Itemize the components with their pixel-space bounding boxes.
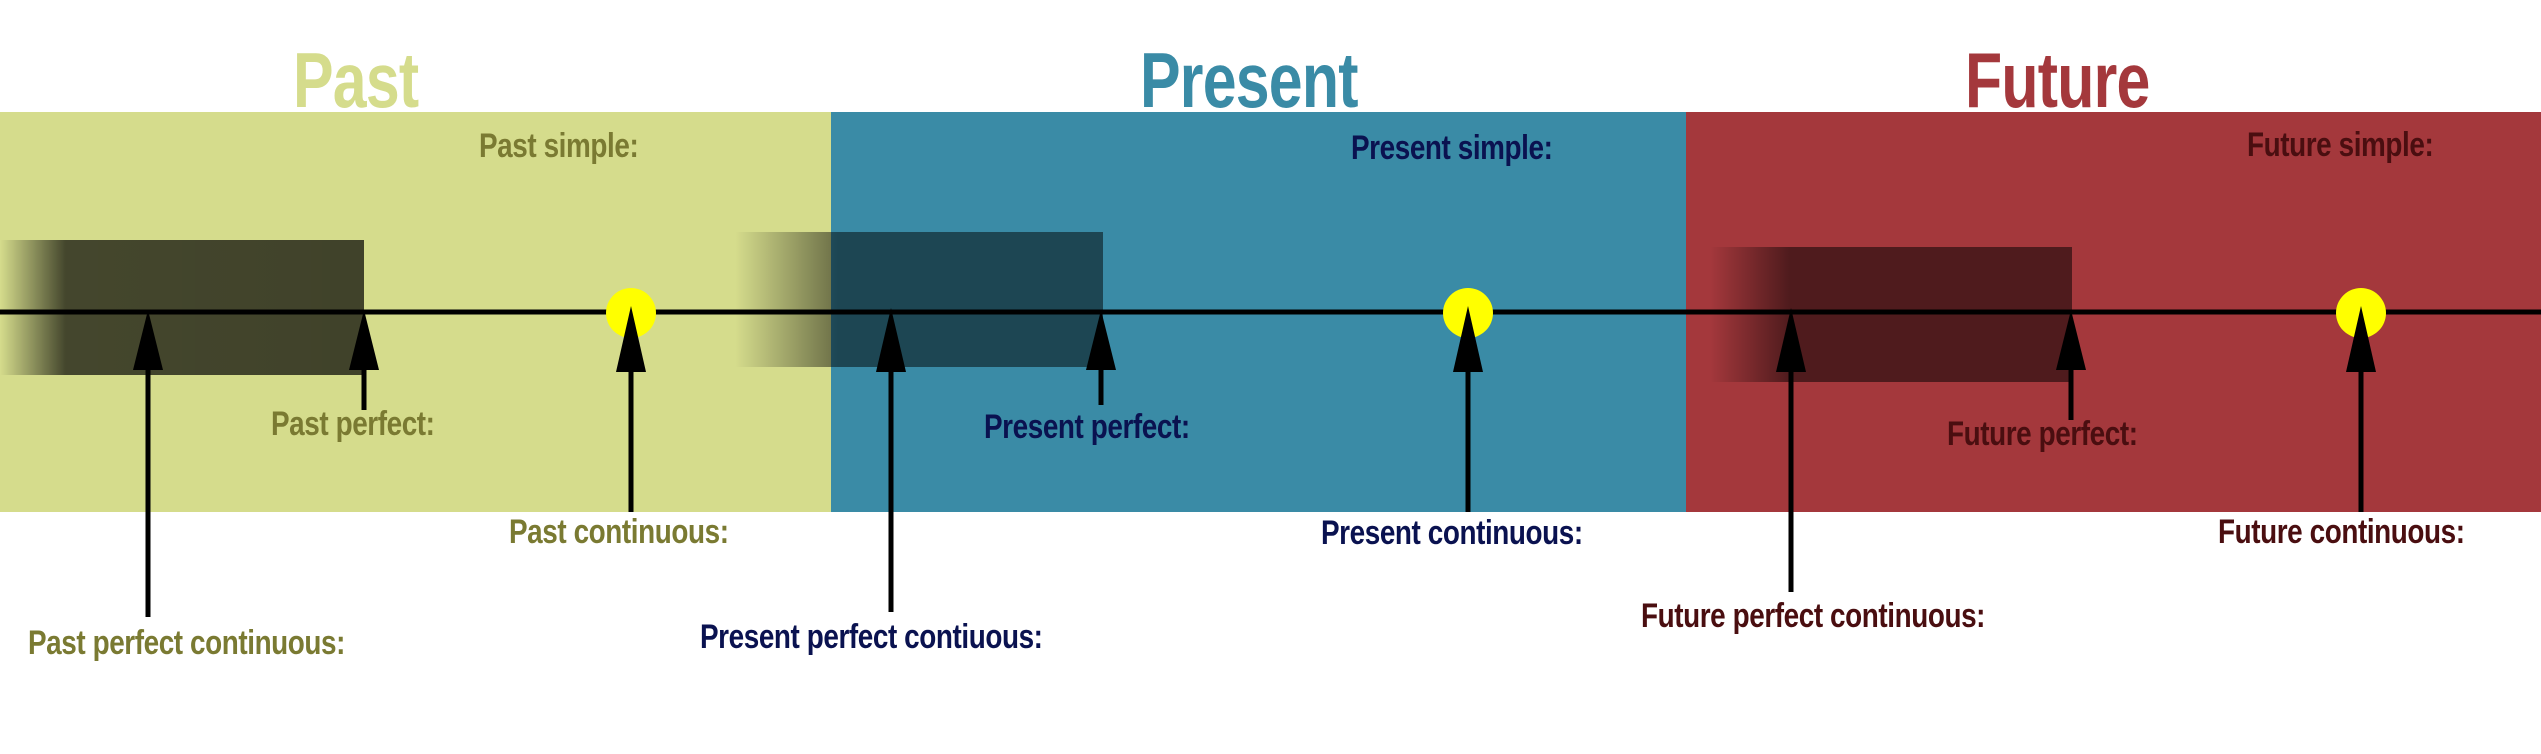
past-simple-label: Past simple: [479, 127, 639, 165]
present-perfect-continuous-label: Present perfect contiuous: [700, 618, 1043, 656]
future-perfect-continuous-arrowhead [1776, 308, 1806, 372]
present-perfect-arrowhead [1086, 310, 1116, 370]
present-continuous-label: Present continuous: [1321, 514, 1583, 552]
past-continuous-arrowhead [616, 306, 646, 372]
future-continuous-arrowhead [2346, 306, 2376, 372]
past-perfect-continuous-arrowhead [133, 310, 163, 370]
past-perfect-continuous-label: Past perfect continuous: [28, 624, 346, 662]
past-perfect-arrowhead [349, 310, 379, 370]
present-continuous-arrowhead [1453, 306, 1483, 372]
present-duration-bar [735, 232, 1103, 367]
future-simple-label: Future simple: [2247, 126, 2434, 164]
future-title: Future [1965, 36, 2150, 124]
past-perfect-label: Past perfect: [271, 405, 435, 443]
present-simple-label: Present simple: [1351, 129, 1553, 167]
future-perfect-arrowhead [2056, 310, 2086, 370]
present-title: Present [1140, 36, 1359, 124]
past-title: Past [293, 36, 419, 124]
future-continuous-label: Future continuous: [2218, 513, 2465, 551]
present-perfect-label: Present perfect: [984, 408, 1190, 446]
future-perfect-continuous-label: Future perfect continuous: [1641, 597, 1986, 635]
past-continuous-label: Past continuous: [509, 513, 729, 551]
future-perfect-label: Future perfect: [1947, 415, 2138, 453]
past-duration-bar [0, 240, 364, 375]
present-perfect-continuous-arrowhead [876, 308, 906, 372]
arrows-group [133, 306, 2376, 617]
